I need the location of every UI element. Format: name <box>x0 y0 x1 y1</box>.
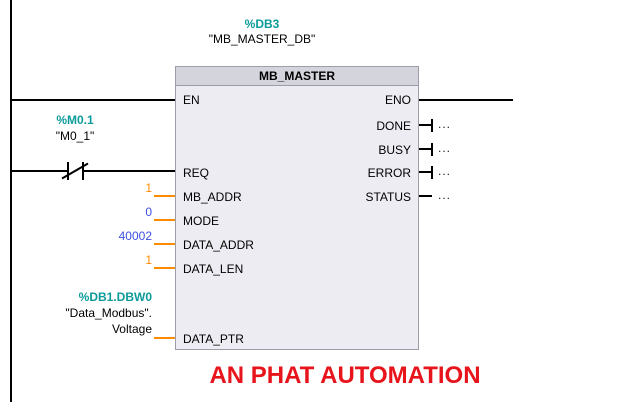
wire-mb-addr <box>154 195 175 197</box>
done-placeholder[interactable]: ... <box>438 117 452 131</box>
pin-req[interactable]: REQ <box>183 166 210 180</box>
pin-busy[interactable]: BUSY <box>378 143 411 157</box>
wire-data-ptr <box>154 337 175 339</box>
data-ptr-operand-address[interactable]: %DB1.DBW0 <box>78 290 152 304</box>
wire-mode <box>154 219 175 221</box>
status-placeholder[interactable]: ... <box>438 188 452 202</box>
wire-status <box>419 195 432 197</box>
nc-contact-bar-left <box>67 162 69 180</box>
wire-eno <box>419 99 513 101</box>
error-connector-tick <box>431 166 433 179</box>
pin-done[interactable]: DONE <box>376 119 411 133</box>
pin-data-len[interactable]: DATA_LEN <box>183 262 244 276</box>
wire-busy <box>419 148 432 150</box>
pin-mode[interactable]: MODE <box>183 214 219 228</box>
wire-error <box>419 171 432 173</box>
block-title[interactable]: MB_MASTER <box>176 67 418 86</box>
pin-mb-addr[interactable]: MB_ADDR <box>183 190 242 204</box>
pin-eno[interactable]: ENO <box>384 93 411 107</box>
nc-contact-bar-right <box>82 162 84 180</box>
wire-req-right <box>84 170 175 172</box>
data-ptr-operand-name[interactable]: "Data_Modbus". <box>65 306 152 320</box>
error-placeholder[interactable]: ... <box>438 164 452 178</box>
contact-operand-name[interactable]: "M0_1" <box>55 129 95 143</box>
wire-data-len <box>154 267 175 269</box>
wire-en <box>12 99 175 101</box>
pin-status[interactable]: STATUS <box>365 190 411 204</box>
power-rail-left <box>10 0 12 402</box>
instance-db-name[interactable]: "MB_MASTER_DB" <box>208 32 316 46</box>
wire-done <box>419 124 432 126</box>
pin-error[interactable]: ERROR <box>367 166 411 180</box>
done-connector-tick <box>431 119 433 132</box>
value-mb-addr[interactable]: 1 <box>145 181 152 195</box>
wire-req-left <box>12 170 68 172</box>
instance-db-address[interactable]: %DB3 <box>244 17 280 31</box>
data-ptr-operand-member[interactable]: Voltage <box>111 322 152 336</box>
busy-placeholder[interactable]: ... <box>438 141 452 155</box>
contact-operand-address[interactable]: %M0.1 <box>56 113 94 127</box>
watermark-text: AN PHAT AUTOMATION <box>209 362 481 389</box>
pin-en[interactable]: EN <box>183 93 200 107</box>
value-mode[interactable]: 0 <box>145 205 152 219</box>
busy-connector-tick <box>431 143 433 156</box>
mb-master-block[interactable]: MB_MASTER EN ENO REQ MB_ADDR MODE DATA_A… <box>175 66 419 350</box>
wire-data-addr <box>154 243 175 245</box>
value-data-len[interactable]: 1 <box>145 253 152 267</box>
pin-data-ptr[interactable]: DATA_PTR <box>183 332 244 346</box>
pin-data-addr[interactable]: DATA_ADDR <box>183 238 254 252</box>
value-data-addr[interactable]: 40002 <box>118 229 152 243</box>
